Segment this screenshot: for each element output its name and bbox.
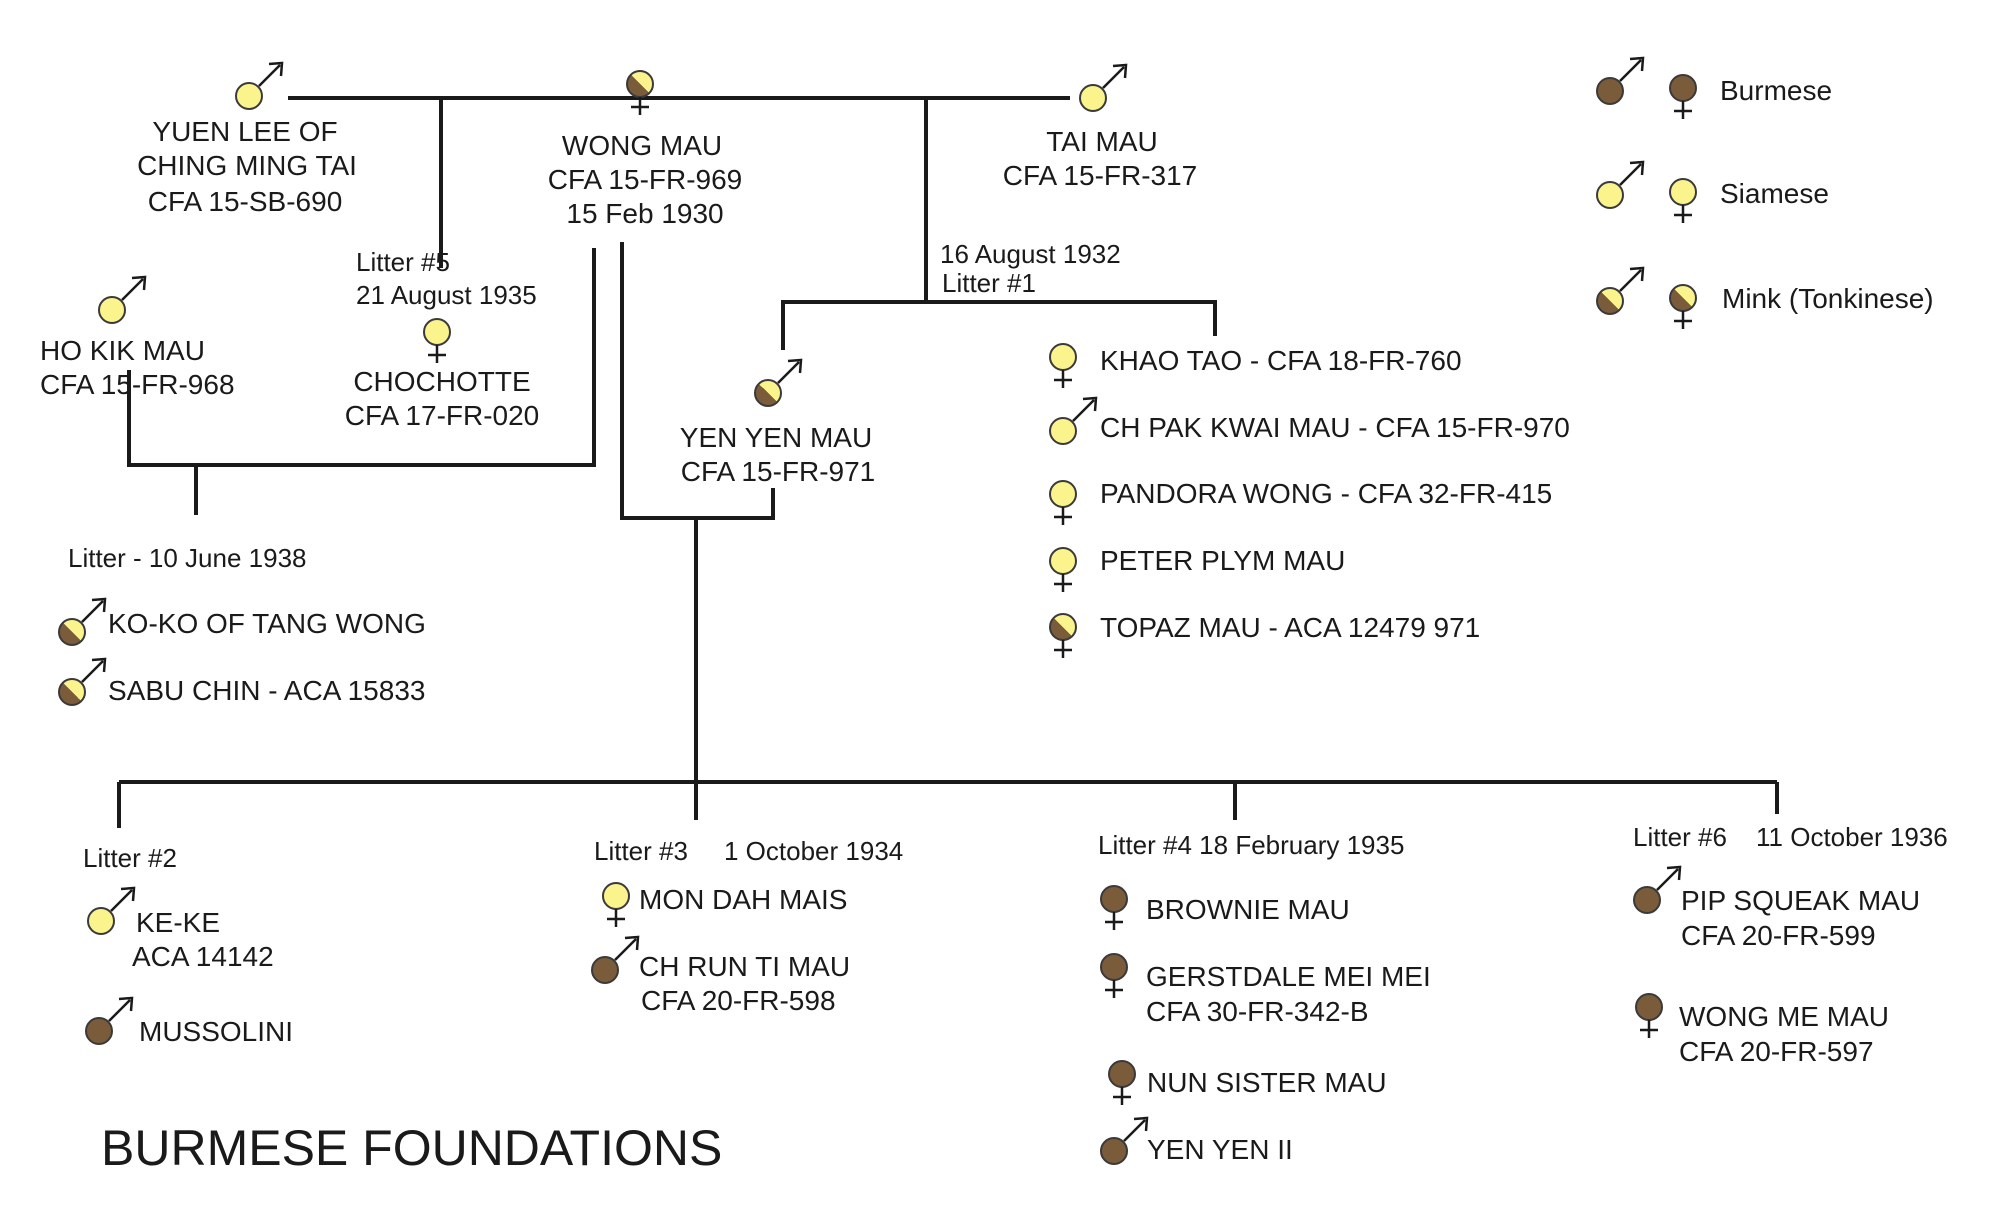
founder-tai-mau-name: TAI MAU xyxy=(1046,126,1158,157)
founder-yuen-lee-name-1: YUEN LEE OF xyxy=(152,116,338,147)
male-burmese-icon xyxy=(85,996,134,1045)
litter3-cat-name: MON DAH MAIS xyxy=(639,884,848,915)
female-siamese-icon xyxy=(1049,547,1077,592)
litter2-cat-name: KE-KE xyxy=(136,907,221,938)
litter3-cat-reg: CFA 20-FR-598 xyxy=(641,985,836,1016)
litter3-label: Litter #3 xyxy=(594,836,688,866)
litter1-date: 16 August 1932 xyxy=(940,239,1121,269)
founder-ho-kik-mau-name: HO KIK MAU xyxy=(40,335,205,366)
litter6-date: 11 October 1936 xyxy=(1756,822,1948,852)
chochotte-name: CHOCHOTTE xyxy=(353,366,531,397)
founder-wong-mau-reg: CFA 15-FR-969 xyxy=(547,164,743,195)
male-siamese-icon xyxy=(98,275,147,324)
female-burmese-icon xyxy=(1635,993,1663,1038)
connector-line xyxy=(781,98,928,350)
legend-label-burmese: Burmese xyxy=(1720,75,1833,106)
yen-yen-mau-reg: CFA 15-FR-971 xyxy=(680,456,876,487)
litter1-cat: PANDORA WONG - CFA 32-FR-415 xyxy=(1100,478,1553,509)
male-siamese-icon xyxy=(235,61,284,110)
litter6-cat-name: PIP SQUEAK MAU xyxy=(1681,885,1921,916)
litter1-label: Litter #1 xyxy=(942,268,1036,298)
litter1-cat: PETER PLYM MAU xyxy=(1100,545,1346,576)
litter4-cat-name: BROWNIE MAU xyxy=(1146,894,1350,925)
litter4-cat-name: NUN SISTER MAU xyxy=(1147,1067,1387,1098)
founder-ho-kik-mau-reg: CFA 15-FR-968 xyxy=(40,369,235,400)
male-mink-icon xyxy=(754,358,803,407)
litter1-cat: CH PAK KWAI MAU - CFA 15-FR-970 xyxy=(1100,412,1570,443)
litter3-cat-name: CH RUN TI MAU xyxy=(639,951,851,982)
founder-tai-mau-reg: CFA 15-FR-317 xyxy=(1002,160,1198,191)
litter2-cat-name: MUSSOLINI xyxy=(139,1016,294,1047)
female-siamese-icon xyxy=(602,882,630,927)
yen-yen-mau-name: YEN YEN MAU xyxy=(679,422,873,453)
founder-yuen-lee-name-2: CHING MING TAI xyxy=(137,150,357,181)
litter3-date: 1 October 1934 xyxy=(724,836,904,866)
litter1-cat: KHAO TAO - CFA 18-FR-760 xyxy=(1100,345,1462,376)
chochotte-reg: CFA 17-FR-020 xyxy=(344,400,540,431)
female-siamese-icon xyxy=(1669,178,1697,223)
male-siamese-icon xyxy=(1596,160,1645,209)
female-siamese-icon xyxy=(423,318,451,363)
legend-label-siamese: Siamese xyxy=(1720,178,1829,209)
litter2-cat-reg: ACA 14142 xyxy=(132,941,274,972)
litter5-date: 21 August 1935 xyxy=(356,280,537,310)
litter1938-cat: SABU CHIN - ACA 15833 xyxy=(108,675,426,706)
chart-title: BURMESE FOUNDATIONS xyxy=(101,1120,723,1176)
litter2-label: Litter #2 xyxy=(83,843,177,873)
male-siamese-icon xyxy=(1049,396,1098,445)
male-siamese-icon xyxy=(87,886,136,935)
litter1938-label: Litter - 10 June 1938 xyxy=(68,543,307,573)
litter4-label: Litter #4 18 February 1935 xyxy=(1098,830,1405,860)
male-burmese-icon xyxy=(1100,1116,1149,1165)
male-siamese-icon xyxy=(1079,63,1128,112)
litter4-cat-name: GERSTDALE MEI MEI xyxy=(1146,961,1431,992)
female-siamese-icon xyxy=(1049,480,1077,525)
female-burmese-icon xyxy=(1669,74,1697,119)
female-mink-icon xyxy=(1049,613,1077,658)
male-burmese-icon xyxy=(591,935,640,984)
litter1-cat: TOPAZ MAU - ACA 12479 971 xyxy=(1100,612,1481,643)
litter5-label: Litter #5 xyxy=(356,247,450,277)
connector-line xyxy=(926,300,1217,336)
female-burmese-icon xyxy=(1108,1060,1136,1105)
male-mink-icon xyxy=(1596,266,1645,315)
litter1938-cat: KO-KO OF TANG WONG xyxy=(108,608,426,639)
legend-label-mink: Mink (Tonkinese) xyxy=(1722,283,1934,314)
female-mink-icon xyxy=(626,70,654,115)
female-mink-icon xyxy=(1669,284,1697,329)
founder-yuen-lee-reg: CFA 15-SB-690 xyxy=(147,186,343,217)
litter6-cat-reg: CFA 20-FR-599 xyxy=(1681,920,1876,951)
litter6-label: Litter #6 xyxy=(1633,822,1727,852)
male-burmese-icon xyxy=(1596,56,1645,105)
founder-wong-mau-date: 15 Feb 1930 xyxy=(566,198,724,229)
litter4-cat-reg: CFA 30-FR-342-B xyxy=(1146,996,1369,1027)
female-burmese-icon xyxy=(1100,885,1128,930)
litter6-cat-name: WONG ME MAU xyxy=(1679,1001,1889,1032)
male-mink-icon xyxy=(58,657,107,706)
founder-wong-mau-name: WONG MAU xyxy=(561,130,723,161)
connector-line xyxy=(127,248,596,467)
male-burmese-icon xyxy=(1633,865,1682,914)
male-mink-icon xyxy=(58,597,107,646)
litter4-cat-name: YEN YEN II xyxy=(1147,1134,1293,1165)
female-siamese-icon xyxy=(1049,343,1077,388)
litter6-cat-reg: CFA 20-FR-597 xyxy=(1679,1036,1874,1067)
female-burmese-icon xyxy=(1100,953,1128,998)
